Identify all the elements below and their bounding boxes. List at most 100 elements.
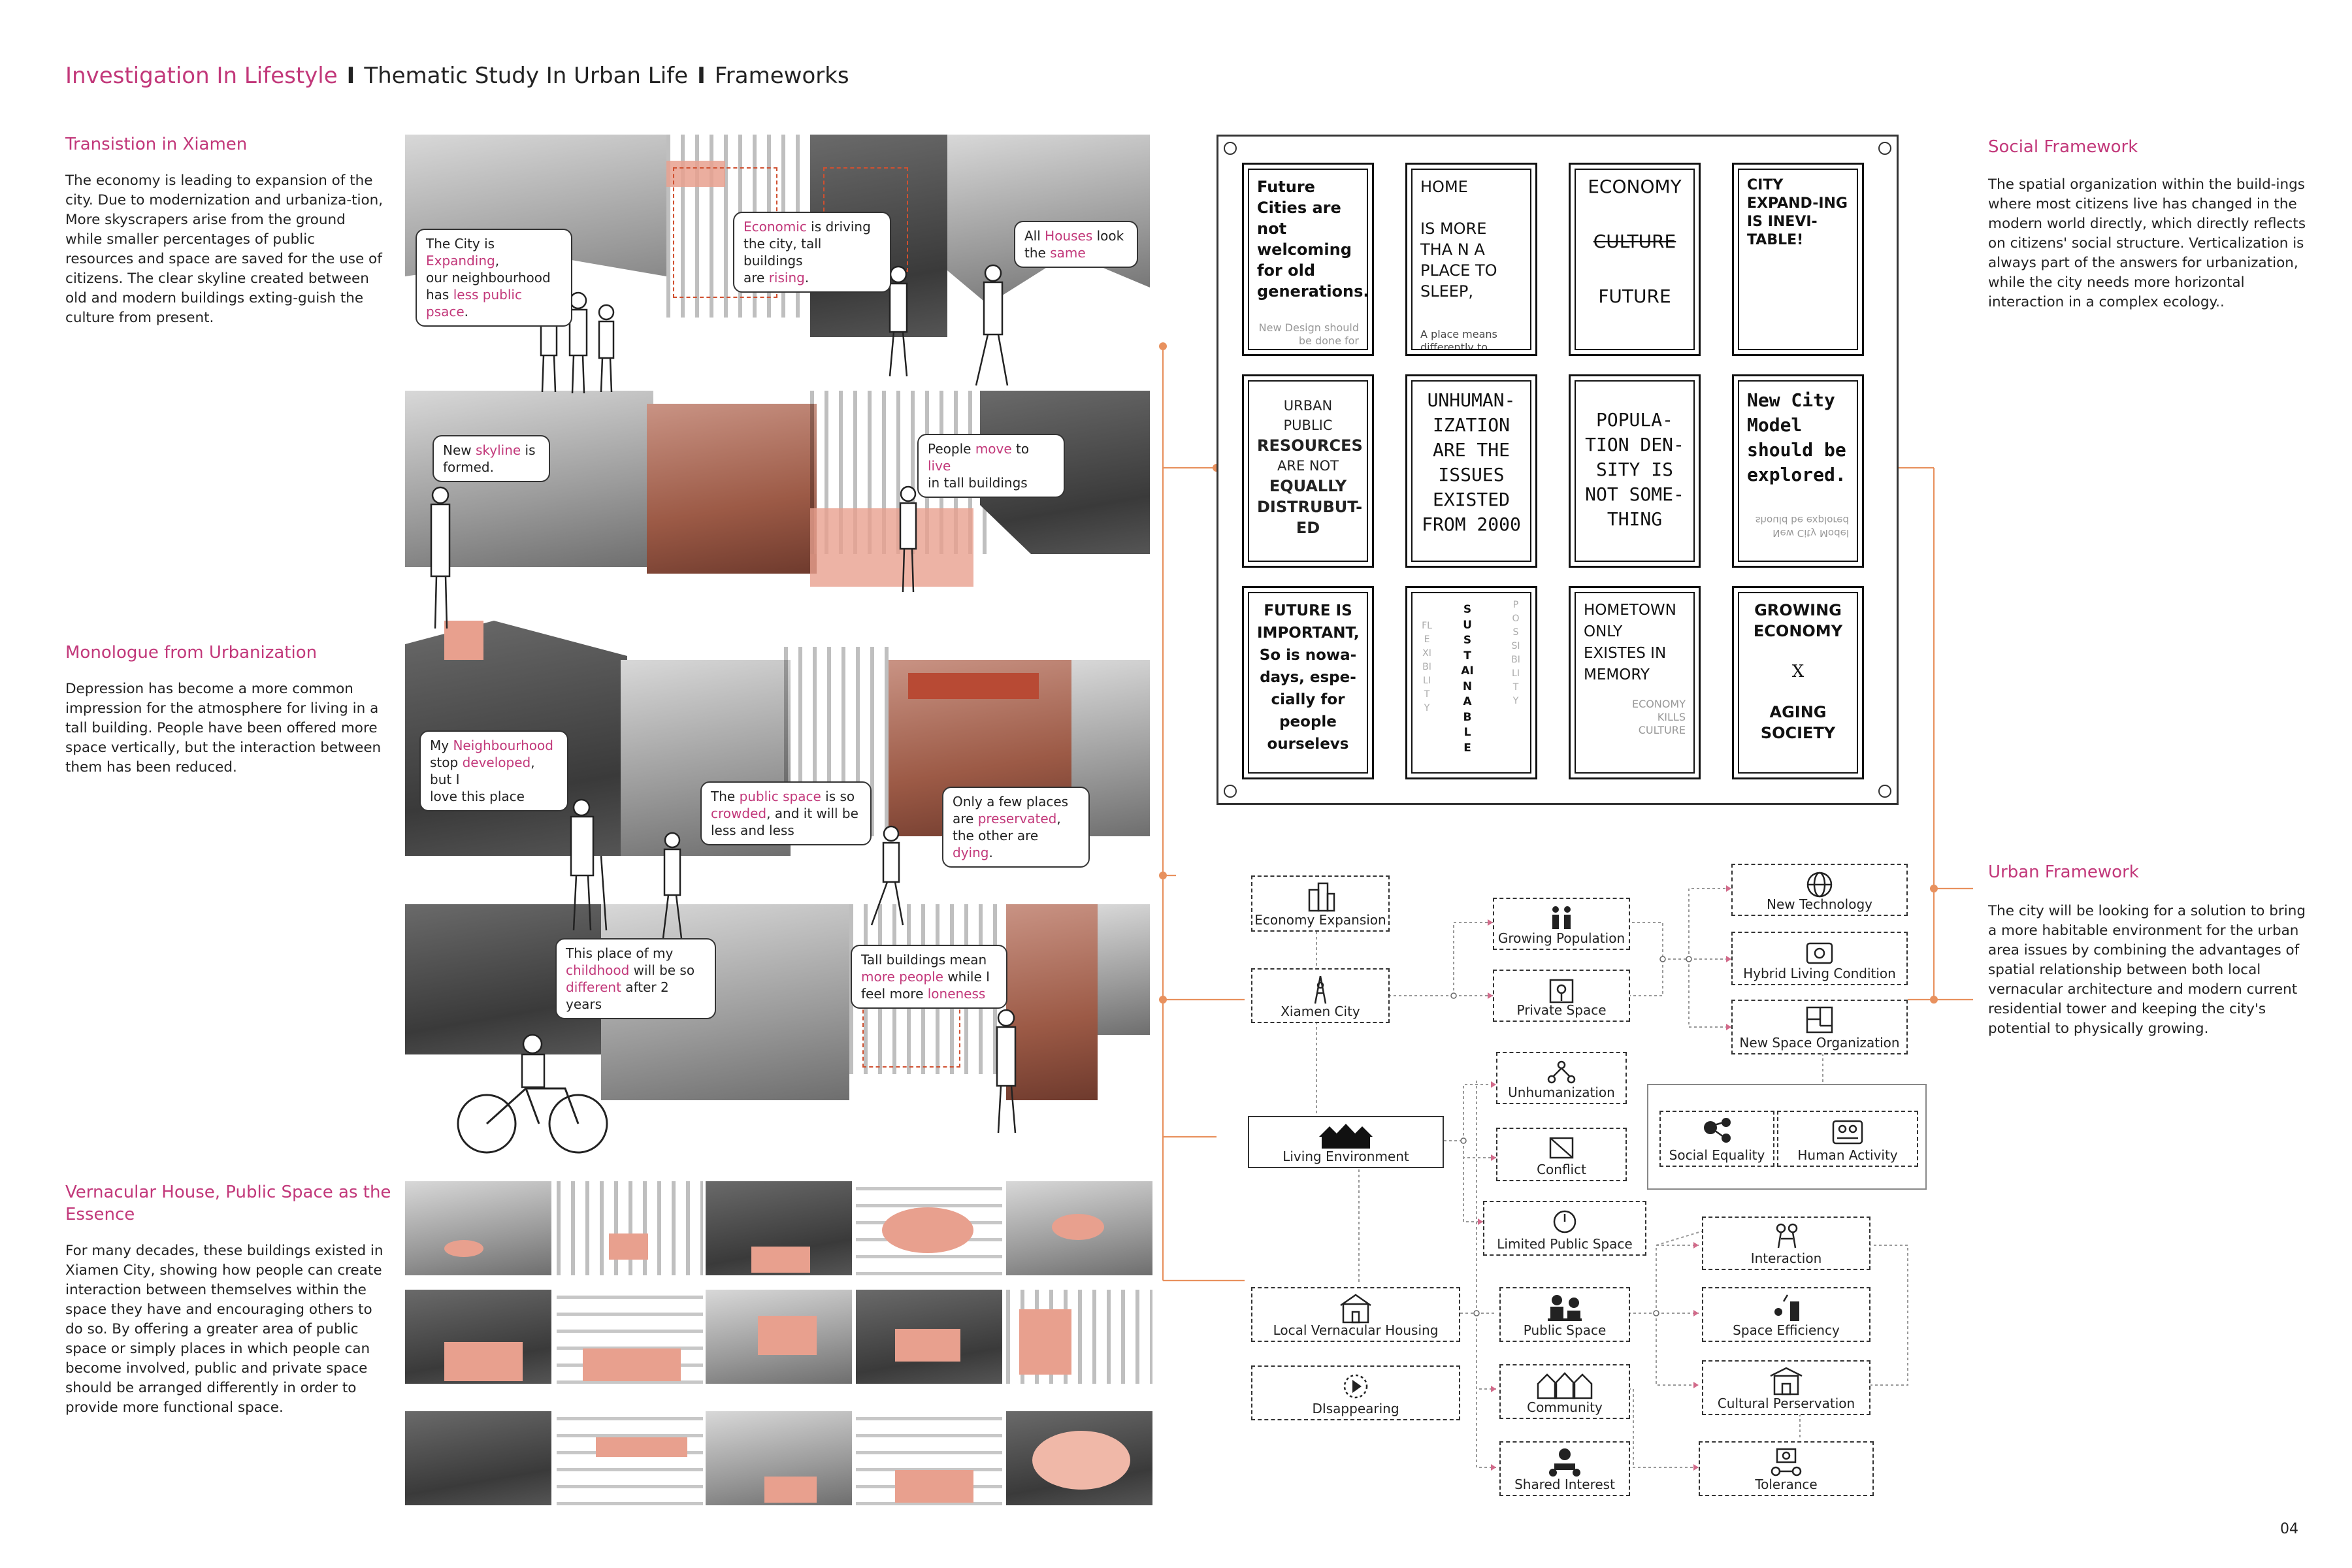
tech-globe-icon	[1806, 872, 1833, 898]
red-brick-street-photo	[647, 404, 817, 574]
person-illustration	[662, 832, 683, 939]
node-community: Community	[1499, 1364, 1630, 1419]
tulou-photo	[557, 1181, 703, 1275]
manifesto-card-board: Future Cities are not welcoming for old …	[1217, 135, 1899, 805]
salmon-highlight	[444, 621, 483, 660]
node-disappearing: DIsappearing	[1251, 1365, 1460, 1420]
tulou-photo	[1006, 1411, 1152, 1505]
corner-circle	[1224, 142, 1237, 155]
person-with-phone-illustration	[889, 265, 908, 377]
card-economy: ECONOMY CULTURE FUTURE	[1569, 163, 1701, 356]
node-private-space: Private Space	[1493, 970, 1630, 1022]
vertical-word-sustainable: SUSTAINABLE	[1461, 603, 1474, 755]
old-woman-illustration	[430, 486, 451, 629]
corner-circle	[1878, 142, 1891, 155]
urban-framework-title: Urban Framework	[1988, 862, 2139, 882]
card-future-important: FUTURE IS IMPORTANT, So is nowa-days, es…	[1242, 586, 1374, 779]
tulou-photo	[706, 1411, 852, 1505]
vertical-word-flexibility: FLEXIBILITY	[1422, 621, 1432, 713]
standing-woman-illustration	[996, 1009, 1017, 1134]
tulou-photo	[557, 1290, 703, 1384]
public-space-icon	[1548, 1295, 1582, 1321]
section-title-transition: Transistion in Xiamen	[65, 135, 248, 154]
card-population-density: POPULA-TION DEN-SITY IS NOT SOME-THING	[1569, 374, 1701, 568]
card-city-expanding: CITY EXPAND-ING IS INEVI-TABLE!	[1732, 163, 1864, 356]
node-human-activity: Human Activity	[1777, 1111, 1918, 1167]
node-interaction: Interaction	[1702, 1217, 1870, 1270]
tulou-photo	[405, 1411, 551, 1505]
corner-circle	[1878, 785, 1891, 798]
tulou-photo	[706, 1181, 852, 1275]
node-hybrid-living-condition: Hybrid Living Condition	[1731, 932, 1908, 985]
node-cultural-perservation: Cultural Perservation	[1702, 1360, 1870, 1415]
hybrid-living-icon	[1806, 942, 1833, 964]
page-number: 04	[2280, 1521, 2298, 1537]
walking-girl-illustration	[870, 825, 904, 926]
corner-circle	[1224, 785, 1237, 798]
header-subtitle-2: Frameworks	[714, 63, 849, 89]
node-local-vernacular-housing: Local Vernacular Housing	[1251, 1287, 1460, 1342]
tulou-photo	[405, 1290, 551, 1384]
node-limited-public-space: Limited Public Space	[1483, 1201, 1646, 1256]
social-framework-title: Social Framework	[1988, 137, 2138, 157]
vertical-word-possibility: POSSIBILITY	[1511, 600, 1520, 706]
social-framework-body: The spatial organization within the buil…	[1988, 176, 2306, 310]
conflict-icon	[1549, 1137, 1574, 1159]
section-title-vernacular: Vernacular House, Public Space as the Es…	[65, 1183, 391, 1224]
gate-roof-shape	[908, 673, 1039, 699]
social-equality-icon	[1704, 1118, 1731, 1143]
human-activity-icon	[1832, 1120, 1863, 1145]
node-conflict: Conflict	[1496, 1128, 1627, 1181]
node-living-environment: Living Environment	[1248, 1116, 1444, 1168]
node-public-space: Public Space	[1499, 1287, 1630, 1342]
card-urban-public-resources: URBAN PUBLIC RESOURCES ARE NOT EQUALLY D…	[1242, 374, 1374, 568]
card-new-city-model: New City Model should be explored. New C…	[1732, 374, 1864, 568]
walking-woman-illustration	[975, 264, 1009, 386]
tulou-photo	[1006, 1181, 1152, 1275]
unhumanization-icon	[1547, 1060, 1576, 1084]
city-buildings-icon	[1308, 882, 1335, 912]
vernacular-house-icon	[1340, 1294, 1371, 1324]
tolerance-icon	[1771, 1448, 1802, 1477]
tulou-photo	[557, 1411, 703, 1505]
card-future-cities: Future Cities are not welcoming for old …	[1242, 163, 1374, 356]
shared-interest-icon	[1549, 1448, 1580, 1477]
tower-icon	[1314, 975, 1327, 1004]
header-subtitle-1: Thematic Study In Urban Life	[364, 63, 689, 89]
houses-icon	[1319, 1124, 1373, 1149]
node-new-technology: New Technology	[1731, 864, 1908, 916]
header-title: Investigation In Lifestyle	[65, 63, 338, 89]
section-title-monologue: Monologue from Urbanization	[65, 643, 318, 662]
node-space-efficiency: Space Efficiency	[1702, 1287, 1870, 1342]
page-header: Investigation In Lifestyle I Thematic Stud…	[65, 63, 849, 89]
tulou-photo	[856, 1181, 1002, 1275]
population-icon	[1552, 906, 1571, 929]
floor-plan-icon	[1806, 1006, 1833, 1034]
node-tolerance: Tolerance	[1699, 1441, 1874, 1496]
card-unhumanization: UNHUMAN-IZATION ARE THE ISSUES EXISTED F…	[1405, 374, 1537, 568]
node-unhumanization: Unhumanization	[1496, 1052, 1627, 1104]
node-economy-expansion: Economy Expansion	[1251, 875, 1390, 932]
node-social-equality: Social Equality	[1659, 1111, 1774, 1167]
community-icon	[1537, 1372, 1593, 1399]
section-body-transition: The economy is leading to expansion of t…	[65, 172, 384, 326]
section-body-monologue: Depression has become a more common impr…	[65, 681, 382, 776]
header-separator: I	[697, 63, 706, 89]
temple-icon	[1770, 1367, 1803, 1396]
urban-framework-body: The city will be looking for a solution …	[1988, 903, 2306, 1037]
cyclist-illustration	[457, 1034, 608, 1154]
card-sustainable: FLEXIBILITY SUSTAINABLE POSSIBILITY	[1405, 586, 1537, 779]
salmon-highlight	[666, 161, 725, 187]
header-separator: I	[346, 63, 355, 89]
tulou-photo	[856, 1411, 1002, 1505]
clock-icon	[1553, 1210, 1576, 1233]
private-room-icon	[1549, 979, 1574, 1004]
